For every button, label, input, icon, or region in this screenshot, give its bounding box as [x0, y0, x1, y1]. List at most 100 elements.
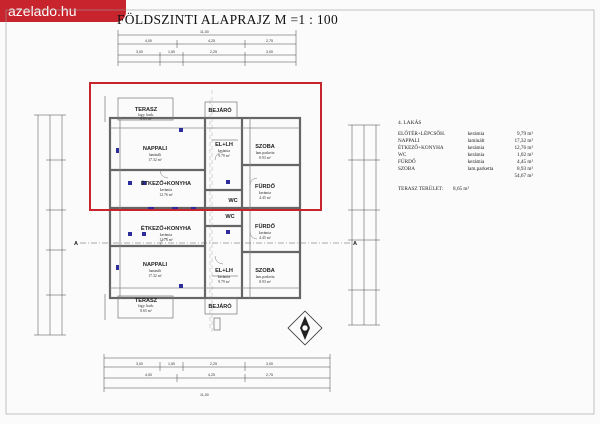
window-marks	[116, 128, 230, 288]
bottom-dimension-chain	[103, 354, 331, 392]
room-area-label: 12.76 m²	[159, 193, 173, 197]
dim-top-r1-c: 2,75	[266, 39, 273, 43]
room-area-legend: 4. LAKÁS ELŐTÉR+LÉPCSŐH. kerámia 9,79 m²…	[398, 120, 533, 192]
legend-room-name: WC	[398, 152, 407, 158]
room-etkezo-bot: ÉTKEZŐ+KONYHA kerámia 12.76 m²	[141, 224, 191, 242]
drawing-frame	[5, 9, 595, 415]
dim-bot-r1-a: 3,00	[136, 362, 143, 366]
room-room-label: BEJÁRÓ	[208, 106, 232, 114]
room-room-label: EL+LH	[215, 142, 233, 148]
room-room-label: FÜRDŐ	[255, 223, 276, 230]
dim-bot-r2-a: 4,00	[145, 373, 152, 377]
room-room-label: ÉTKEZŐ+KONYHA	[141, 224, 191, 232]
dim-bot-r1-b: 1,50	[168, 362, 175, 366]
legend-room-name: ELŐTÉR+LÉPCSŐH.	[398, 131, 446, 137]
north-compass	[287, 310, 323, 346]
legend-room-floor: kerámia	[467, 152, 485, 158]
room-area-label: 9.79 m²	[218, 280, 231, 284]
room-elo-bot: EL+LH kerámia 9.79 m²	[215, 268, 233, 284]
legend-room-area: 1,02 m²	[517, 152, 533, 158]
legend-room-floor: kerámia	[467, 145, 485, 151]
room-floor-label: kerámia	[160, 233, 173, 237]
room-area-label: 4.45 m²	[259, 236, 272, 240]
right-dimension-chain	[348, 124, 380, 326]
dim-top-r2-a: 3,00	[136, 50, 143, 54]
legend-room-name: NAPPALI	[398, 138, 420, 144]
legend-room-floor: lam.parketta	[467, 166, 494, 172]
room-floor-label: laminált	[149, 269, 162, 273]
dim-top-r1-a: 4,00	[145, 39, 152, 43]
dim-bot-r1-c: 2,25	[210, 362, 217, 366]
room-area-label: 8.93 m²	[259, 156, 272, 160]
room-nappali-top: NAPPALI laminált 17.32 m²	[143, 146, 168, 162]
room-floor-label: fagy. burk.	[138, 113, 154, 117]
left-dimension-chain	[34, 114, 66, 336]
room-room-label: FÜRDŐ	[255, 183, 276, 190]
room-room-label: TERASZ	[135, 107, 158, 113]
terrace-area: 8,65 m²	[453, 186, 470, 192]
legend-room-area: 9,79 m²	[517, 131, 533, 137]
legend-room-floor: kerámia	[467, 159, 485, 165]
room-area-label: 8.93 m²	[259, 280, 272, 284]
legend-total-row: 54,67 m²	[398, 173, 533, 180]
room-floor-label: lam.parketta	[256, 151, 275, 155]
legend-room-area: 17,32 m²	[514, 138, 533, 144]
legend-room-name: FÜRDŐ	[398, 159, 416, 165]
section-mark-right: A	[353, 241, 357, 247]
room-elo-top: EL+LH kerámia 9.79 m²	[215, 142, 233, 158]
room-room-label: SZOBA	[255, 268, 275, 274]
room-bejaro-top: BEJÁRÓ	[208, 106, 232, 114]
room-nappali-bot: NAPPALI laminált 17.32 m²	[143, 262, 168, 278]
dim-bot-total: 11,00	[200, 393, 209, 397]
room-floor-label: laminált	[149, 153, 162, 157]
dim-bot-r1-d: 3,00	[266, 362, 273, 366]
legend-room-area: 12,76 m²	[514, 145, 533, 151]
room-etkezo-top: ÉTKEZŐ+KONYHA kerámia 12.76 m²	[141, 179, 191, 197]
highlighted-unit-frame	[89, 82, 322, 211]
room-room-label: WC	[225, 214, 234, 220]
plan-title: FÖLDSZINTI ALAPRAJZ M =1 : 100	[117, 12, 338, 27]
dim-top-r2-d: 3,00	[266, 50, 273, 54]
room-area-label: 9.79 m²	[218, 154, 231, 158]
stair-marker	[213, 317, 221, 331]
legend-row: NAPPALI laminált 17,32 m²	[398, 138, 533, 145]
dim-top-r2-c: 2,25	[210, 50, 217, 54]
legend-row: SZOBA lam.parketta 8,93 m²	[398, 166, 533, 173]
legend-row: WC kerámia 1,02 m²	[398, 152, 533, 159]
inner-partitions	[110, 118, 300, 298]
top-dimension-chain	[117, 30, 297, 66]
room-room-label: SZOBA	[255, 144, 275, 150]
room-szoba-bot: SZOBA lam.parketta 8.93 m²	[255, 268, 275, 284]
room-floor-label: kerámia	[160, 188, 173, 192]
dim-top-r1-b: 4,25	[208, 39, 215, 43]
legend-total: 54,67 m²	[514, 173, 533, 179]
dim-bot-r2-b: 4,25	[208, 373, 215, 377]
door-swings	[159, 151, 258, 265]
legend-room-area: 4,45 m²	[517, 159, 533, 165]
legend-row: ÉTKEZŐ+KONYHA kerámia 12,76 m²	[398, 145, 533, 152]
room-wc-bot: WC	[225, 214, 234, 220]
axis-lines	[209, 90, 213, 335]
room-floor-label: fagy. burk.	[138, 304, 154, 308]
room-room-label: WC	[228, 198, 237, 204]
legend-room-floor: kerámia	[467, 131, 485, 137]
legend-room-name: SZOBA	[398, 166, 416, 172]
room-room-label: BEJÁRÓ	[208, 302, 232, 310]
dim-bot-r2-c: 2,75	[266, 373, 273, 377]
room-area-label: 17.32 m²	[148, 158, 162, 162]
room-terasz-bot: TERASZ fagy. burk. 8.65 m²	[135, 298, 158, 313]
terrace-outlines	[104, 96, 238, 320]
room-area-label: 4.45 m²	[259, 196, 272, 200]
legend-terrace: TERASZ TERÜLET: 8,65 m²	[398, 186, 533, 192]
terrace-label: TERASZ TERÜLET:	[398, 186, 444, 192]
legend-row: ELŐTÉR+LÉPCSŐH. kerámia 9,79 m²	[398, 131, 533, 138]
legend-room-floor: laminált	[467, 138, 485, 144]
room-wc-top: WC	[228, 198, 237, 204]
room-floor-label: kerámia	[259, 191, 272, 195]
room-floor-label: kerámia	[259, 231, 272, 235]
room-room-label: EL+LH	[215, 268, 233, 274]
legend-room-area: 8,93 m²	[517, 166, 533, 172]
legend-table: ELŐTÉR+LÉPCSŐH. kerámia 9,79 m² NAPPALI …	[398, 131, 533, 180]
